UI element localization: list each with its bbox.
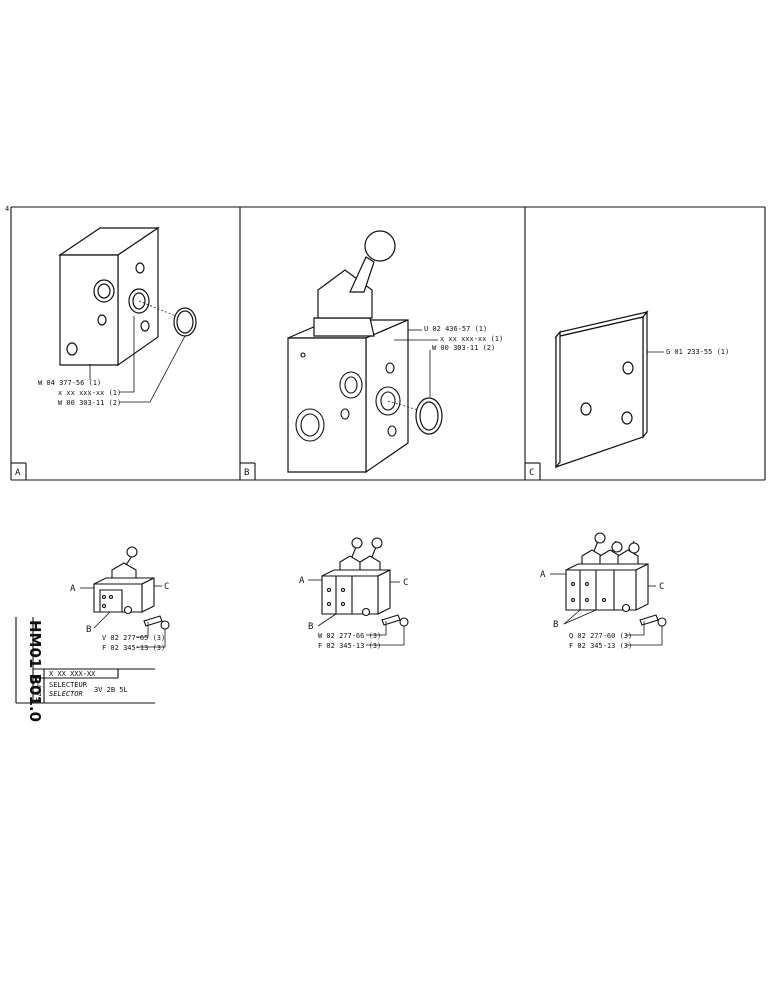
assembly-1-callout-screw: F 02 345-13 (3) [102,644,165,652]
assembly-3-callout-kit: Q 02 277-60 (3) [569,632,632,640]
callout-selector-valve-b: x xx xxx-xx (1) [440,335,503,343]
assembly-1-callout-kit: V 02 277-65 (3) [102,634,165,642]
assembly-1-label-b: B [86,625,91,635]
panel-letter-c: C [529,468,534,478]
assembly-2-callout-screw: F 02 345-13 (3) [318,642,381,650]
assembly-1-label-a: A [70,584,76,594]
part-name-en: SELECTOR [49,690,83,698]
corner-mark: 4 [5,205,9,213]
panel-b: U 02 436-57 (1) x xx xxx-xx (1) W 00 303… [244,230,503,478]
leader-lines-b [394,329,438,397]
panel-letter-a: A [15,468,21,478]
assembly-3-label-a: A [540,570,546,580]
cover-plate [554,310,649,469]
leader-lines [89,316,186,403]
assembly-3-label-b: B [553,620,558,630]
assembly-2-label-a: A [299,576,305,586]
panel-frame [10,206,766,481]
assembly-1 [93,546,170,630]
part-number: X XX XXX-XX [49,670,96,678]
assembly-3-leaders [550,573,663,646]
callout-valve-body: U 02 436-57 (1) [424,325,487,333]
assembly-1-label-c: C [164,582,169,592]
panel-c: G 01 233-55 (1) C [529,310,729,478]
assembly-2-callout-kit: W 02 277-66 (3) [318,632,381,640]
part-spec: 3V 2B 5L [94,686,128,694]
assembly-3-label-c: C [659,582,664,592]
selector-valve-body [287,269,409,474]
callout-o-ring-b: W 00 303-11 (2) [432,344,495,352]
callout-subplate: W 04 377-56 (1) [38,379,101,387]
panel-a: W 04 377-56 (1) x xx xxx-xx (1) W 00 303… [15,226,197,478]
assembly-2-leaders [308,579,405,646]
assembly-2-label-b: B [308,622,313,632]
callout-selector-valve: x xx xxx-xx (1) [58,389,121,397]
assembly-2-label-c: C [403,578,408,588]
o-ring-seal-b [387,397,443,435]
assembly-3 [565,532,667,627]
assembly-1-leaders [80,585,166,648]
callout-o-ring: W 00 303-11 (2) [58,399,121,407]
assembly-2 [321,537,409,627]
callout-cover-plate: G 01 233-55 (1) [666,348,729,356]
title-block [15,617,155,704]
lever-handle [349,230,396,293]
valve-ports [295,352,401,442]
drawing-date: 4-79 [34,684,42,701]
part-name-fr: SELECTEUR [49,681,88,689]
subplate-block [58,226,160,367]
assembly-3-callout-screw: F 02 345-13 (3) [569,642,632,650]
panel-letter-b: B [244,468,249,478]
drawing-code: HM01 B01.0 [26,620,44,722]
